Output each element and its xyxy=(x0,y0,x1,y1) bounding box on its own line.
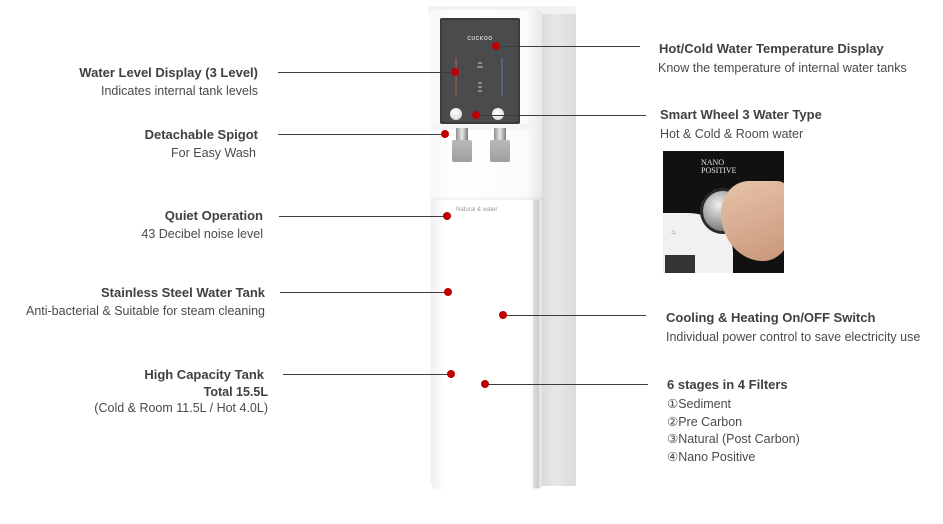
feature-title: High Capacity Tank xyxy=(144,367,264,382)
callout-dot-filters xyxy=(481,380,489,388)
photo-brand-line2: POSITIVE xyxy=(701,166,737,175)
photo-spigot xyxy=(665,255,695,273)
filter-item-4: ④Nano Positive xyxy=(667,449,756,464)
callout-dot-smart-wheel xyxy=(472,111,480,119)
callout-dot-quiet xyxy=(443,212,451,220)
feature-title: Quiet Operation xyxy=(164,208,263,223)
feature-desc: Indicates internal tank levels xyxy=(100,84,258,98)
callout-line-filters xyxy=(486,384,648,385)
feature-smart-wheel: Smart Wheel 3 Water Type Hot & Cold & Ro… xyxy=(660,107,822,141)
feature-desc: (Cold & Room 11.5L / Hot 4.0L) xyxy=(94,401,268,415)
smart-wheel-knob xyxy=(492,108,504,120)
feature-desc: Know the temperature of internal water t… xyxy=(658,61,907,75)
callout-line-smart-wheel xyxy=(476,115,646,116)
callout-dot-stainless xyxy=(444,288,452,296)
feature-desc: Anti-bacterial & Suitable for steam clea… xyxy=(25,304,265,318)
feature-title: Cooling & Heating On/OFF Switch xyxy=(666,310,876,325)
callout-dot-spigot xyxy=(441,130,449,138)
cold-level-bar xyxy=(501,58,503,96)
spigot-left xyxy=(452,128,472,164)
spigot-right xyxy=(490,128,510,164)
unit-side-panel xyxy=(540,8,576,486)
feature-title: Smart Wheel 3 Water Type xyxy=(660,107,822,122)
water-select-button xyxy=(450,108,462,120)
callout-line-water-level xyxy=(278,72,454,73)
indicator xyxy=(478,90,482,92)
hot-level-bar xyxy=(455,58,457,96)
indicator xyxy=(477,66,483,68)
filter-item-3: ③Natural (Post Carbon) xyxy=(667,432,800,446)
feature-title: Hot/Cold Water Temperature Display xyxy=(659,41,884,56)
feature-quiet: Quiet Operation 43 Decibel noise level xyxy=(141,208,263,241)
feature-spigot: Detachable Spigot For Easy Wash xyxy=(145,127,258,160)
feature-desc: 43 Decibel noise level xyxy=(141,227,263,241)
hot-water-icon: ♨ xyxy=(671,230,677,236)
callout-dot-temp-display xyxy=(492,42,500,50)
feature-title: Detachable Spigot xyxy=(144,127,258,142)
callout-line-spigot xyxy=(278,134,444,135)
filter-item-2: ②Pre Carbon xyxy=(667,414,743,429)
front-label: Natural & water xyxy=(456,207,498,213)
feature-title: Stainless Steel Water Tank xyxy=(100,285,265,300)
smart-wheel-photo: NANO POSITIVE ♨ xyxy=(663,151,784,273)
feature-title: 6 stages in 4 Filters xyxy=(667,377,788,392)
filter-item-1: ①Sediment xyxy=(667,397,732,411)
feature-temp-display: Hot/Cold Water Temperature Display Know … xyxy=(658,41,907,75)
indicator xyxy=(478,86,482,88)
feature-capacity: High Capacity Tank Total 15.5L (Cold & R… xyxy=(94,367,268,415)
unit-front-lower xyxy=(431,200,543,490)
callout-dot-water-level xyxy=(451,68,459,76)
callout-line-switch xyxy=(504,315,646,316)
feature-switch: Cooling & Heating On/OFF Switch Individu… xyxy=(666,310,920,344)
indicator xyxy=(478,82,482,84)
callout-dot-capacity xyxy=(447,370,455,378)
callout-line-quiet xyxy=(279,216,447,217)
feature-desc: Individual power control to save electri… xyxy=(666,330,921,344)
callout-line-stainless xyxy=(280,292,448,293)
feature-title: Water Level Display (3 Level) xyxy=(79,65,258,80)
feature-stainless: Stainless Steel Water Tank Anti-bacteria… xyxy=(26,285,265,318)
callout-line-temp-display xyxy=(496,46,640,47)
photo-brand: NANO POSITIVE xyxy=(701,159,737,175)
control-panel: CUCKOO xyxy=(440,18,520,124)
feature-filters: 6 stages in 4 Filters ①Sediment ②Pre Car… xyxy=(667,377,800,466)
callout-line-capacity xyxy=(283,374,451,375)
feature-water-level: Water Level Display (3 Level) Indicates … xyxy=(79,65,258,98)
feature-desc: For Easy Wash xyxy=(171,146,256,160)
feature-desc-total: Total 15.5L xyxy=(203,385,268,399)
photo-brand-line1: NANO xyxy=(701,158,725,167)
feature-desc: Hot & Cold & Room water xyxy=(660,127,804,141)
unit-edge-shadow xyxy=(533,200,539,488)
indicator xyxy=(478,62,482,64)
brand-logo: CUCKOO xyxy=(467,36,493,42)
callout-dot-switch xyxy=(499,311,507,319)
panel-ledge xyxy=(432,124,532,130)
